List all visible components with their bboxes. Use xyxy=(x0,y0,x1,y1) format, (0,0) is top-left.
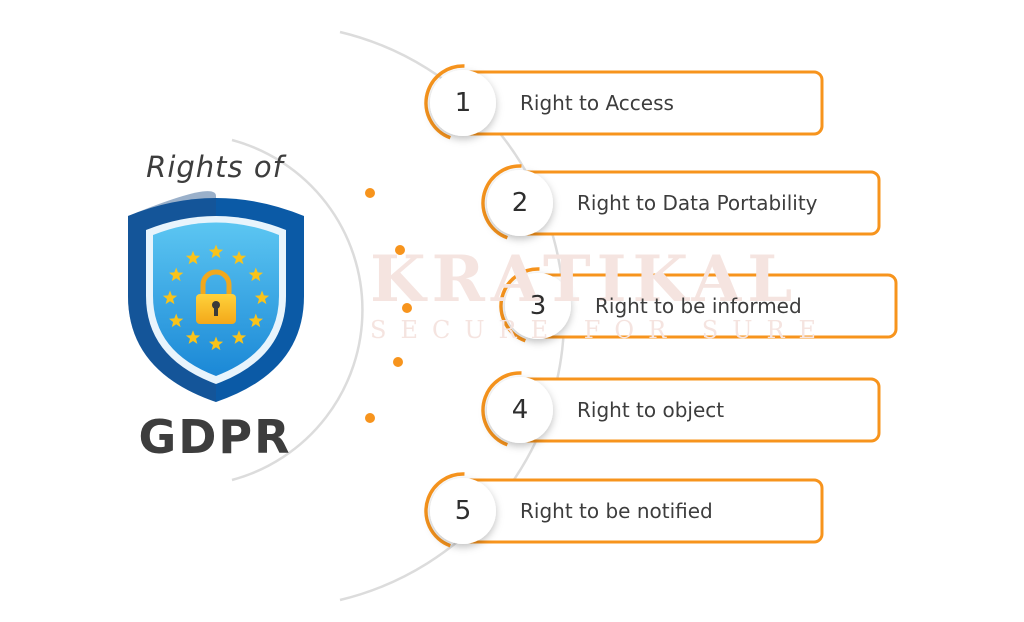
number-ring xyxy=(424,472,502,550)
number-ring xyxy=(481,371,559,449)
right-label: Right to Access xyxy=(520,91,674,115)
star-icon xyxy=(169,267,184,282)
right-label: Right to object xyxy=(577,398,725,422)
right-item xyxy=(499,267,898,345)
arc-dot xyxy=(395,245,405,255)
right-number: 5 xyxy=(454,496,472,526)
star-icon xyxy=(208,244,224,259)
star-icon xyxy=(162,290,178,305)
right-label: Right to be informed xyxy=(595,294,802,318)
star-icon xyxy=(231,250,247,265)
right-number: 2 xyxy=(511,188,529,218)
number-circle xyxy=(487,170,553,236)
number-circle xyxy=(487,377,553,443)
star-icon xyxy=(248,313,263,328)
arc-dot xyxy=(393,357,403,367)
title-prefix: Rights of xyxy=(146,150,284,184)
right-number: 4 xyxy=(511,395,529,425)
star-icon xyxy=(231,330,247,344)
title-main: GDPR xyxy=(138,410,292,464)
number-circle xyxy=(505,273,571,339)
number-ring xyxy=(424,64,502,142)
number-circle xyxy=(430,478,496,544)
star-icon xyxy=(208,336,224,351)
star-icon xyxy=(185,330,201,344)
right-item xyxy=(424,472,824,550)
inner-arc xyxy=(231,138,364,482)
right-number: 3 xyxy=(529,291,547,321)
right-item xyxy=(481,371,881,449)
right-label: Right to be notified xyxy=(520,499,713,523)
star-icon xyxy=(248,267,263,282)
right-label: Right to Data Portability xyxy=(577,191,818,215)
arc-dot xyxy=(365,188,375,198)
right-item xyxy=(424,64,824,142)
arc-dot xyxy=(402,303,412,313)
star-icon xyxy=(169,313,184,328)
eu-stars xyxy=(162,244,270,351)
right-item xyxy=(481,164,881,242)
padlock-icon xyxy=(196,269,236,324)
star-icon xyxy=(254,290,270,305)
star-icon xyxy=(185,250,201,265)
right-number: 1 xyxy=(454,88,472,118)
arc-dot xyxy=(365,413,375,423)
number-circle xyxy=(430,70,496,136)
rights-list xyxy=(424,64,898,550)
number-ring xyxy=(481,164,559,242)
